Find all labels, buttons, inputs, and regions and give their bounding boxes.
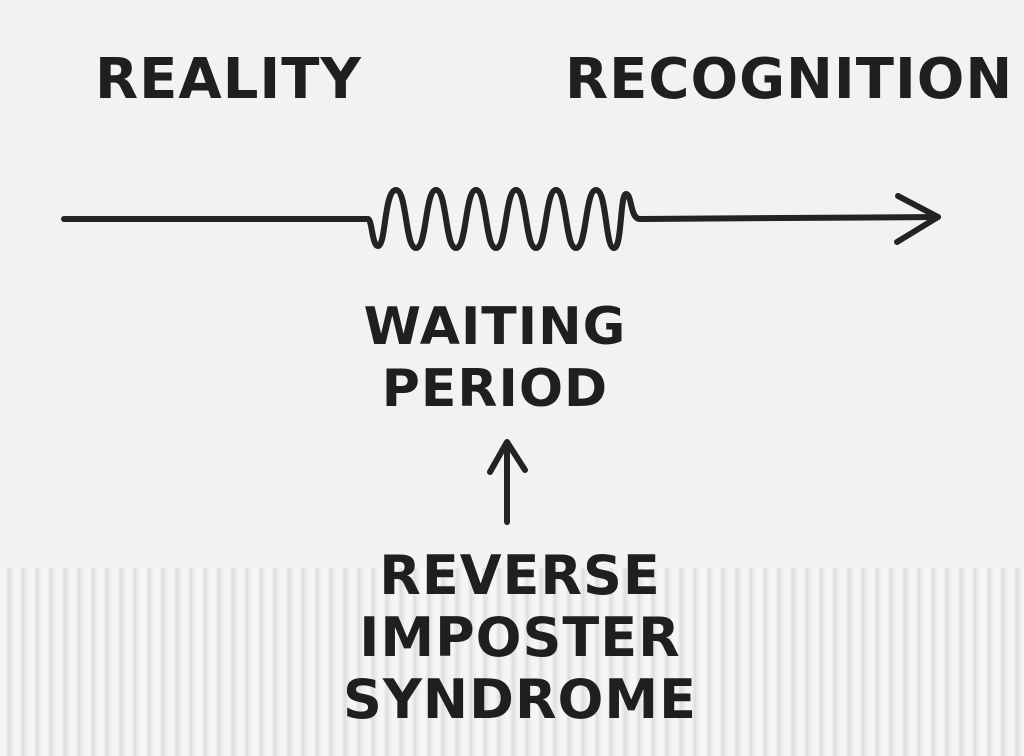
reality-label: REALITY [95, 47, 362, 112]
timeline-right-line [637, 214, 941, 222]
arrow-right-icon [894, 193, 941, 245]
reverse-line: REVERSE [379, 544, 661, 607]
reverse-imposter-syndrome-label: REVERSE IMPOSTER SYNDROME [320, 545, 720, 731]
arrow-up-icon [487, 439, 528, 525]
waiting-period-label: WAITING PERIOD [340, 296, 650, 420]
waiting-squiggle-icon [365, 187, 643, 251]
waiting-period-line-1: WAITING [363, 297, 627, 357]
recognition-label: RECOGNITION [565, 47, 1014, 112]
syndrome-line: SYNDROME [342, 668, 698, 731]
imposter-line: IMPOSTER [359, 606, 681, 669]
ribbed-texture [0, 568, 1024, 756]
waiting-period-line-2: PERIOD [381, 359, 609, 419]
